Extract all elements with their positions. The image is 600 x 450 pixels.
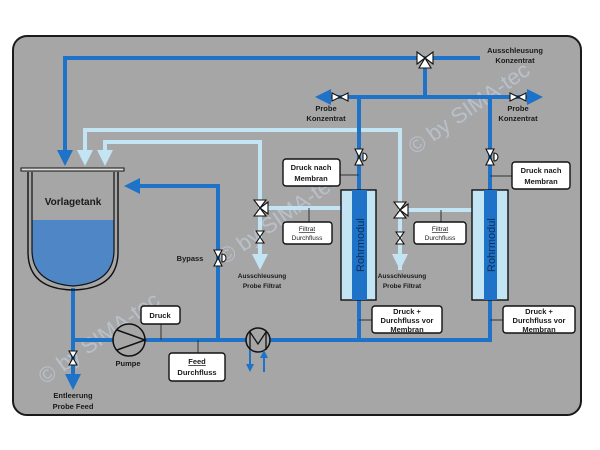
svg-text:Durchfluss vor: Durchfluss vor	[381, 316, 434, 325]
control-valve-icon[interactable]	[354, 148, 368, 166]
labels: Ausschleusung Konzentrat Probe Konzentra…	[53, 46, 544, 411]
sensor-leads	[160, 174, 512, 353]
svg-text:Durchfluss vor: Durchfluss vor	[513, 316, 566, 325]
svg-text:Durchfluss: Durchfluss	[292, 235, 323, 242]
svg-text:Druck +: Druck +	[525, 307, 553, 316]
filtrat-durchfluss-right[interactable]: Filtrat Durchfluss	[413, 221, 467, 245]
label-ausschleusung-konzentrat: Ausschleusung	[487, 46, 543, 55]
valve-icon[interactable]	[68, 350, 78, 366]
druck-nach-membran-left[interactable]: Druck nach Membran	[282, 158, 341, 187]
valve-icon[interactable]	[509, 92, 527, 102]
svg-text:Membran: Membran	[390, 325, 424, 334]
valves	[68, 50, 527, 366]
svg-text:Durchfluss: Durchfluss	[425, 235, 456, 242]
three-way-valve-icon[interactable]	[252, 199, 269, 217]
label-probe-konzentrat: Konzentrat	[306, 114, 346, 123]
druck-nach-membran-right[interactable]: Druck nach Membran	[511, 161, 571, 190]
svg-text:Membran: Membran	[294, 174, 328, 183]
valve-icon[interactable]	[394, 231, 406, 245]
rohrmodul-left: Rohrmodul	[340, 189, 377, 301]
three-way-valve-icon[interactable]	[416, 50, 434, 69]
tank-liquid	[32, 220, 114, 286]
label-ausschleusung-konzentrat: Konzentrat	[495, 56, 535, 65]
filtrat-durchfluss-left[interactable]: Filtrat Durchfluss	[282, 221, 333, 245]
svg-text:Feed: Feed	[188, 357, 206, 366]
svg-text:Filtrat: Filtrat	[299, 226, 315, 233]
feed-durchfluss-box[interactable]: Feed Durchfluss	[168, 352, 226, 382]
label-ausschleusung-filtrat: Ausschleusung	[238, 273, 286, 280]
label-ausschleusung-filtrat: Ausschleusung	[378, 273, 426, 280]
svg-text:Druck nach: Druck nach	[521, 166, 562, 175]
label-probe-konzentrat: Probe	[315, 104, 336, 113]
tank-label: Vorlagetank	[45, 197, 102, 208]
vorlagetank: Vorlagetank	[20, 167, 125, 291]
svg-text:Membran: Membran	[522, 325, 556, 334]
rohrmodul-right: Rohrmodul	[471, 189, 509, 301]
label-ausschleusung-filtrat: Probe Filtrat	[243, 283, 282, 290]
svg-text:Druck: Druck	[149, 311, 171, 320]
druck-durchfluss-vor-membran-left[interactable]: Druck + Durchfluss vor Membran	[371, 305, 443, 334]
label-ausschleusung-filtrat: Probe Filtrat	[383, 283, 422, 290]
svg-text:Membran: Membran	[524, 177, 558, 186]
label-probe-konzentrat: Probe	[507, 104, 528, 113]
label-entleerung: Entleerung	[53, 391, 93, 400]
label-bypass: Bypass	[177, 254, 204, 263]
heat-exchanger-icon[interactable]	[245, 327, 271, 372]
pump-icon[interactable]	[112, 323, 148, 357]
module-label: Rohrmodul	[355, 218, 367, 272]
control-valve-icon[interactable]	[213, 249, 227, 267]
svg-text:Druck +: Druck +	[393, 307, 421, 316]
sensor-boxes: Druck Feed Durchfluss Druck nach Membran…	[140, 158, 576, 382]
svg-text:Durchfluss: Durchfluss	[177, 368, 216, 377]
druck-durchfluss-vor-membran-right[interactable]: Druck + Durchfluss vor Membran	[502, 305, 576, 334]
valve-icon[interactable]	[331, 92, 349, 102]
label-pumpe: Pumpe	[115, 359, 140, 368]
druck-box[interactable]: Druck	[140, 305, 181, 325]
label-probe-konzentrat: Konzentrat	[498, 114, 538, 123]
svg-text:Filtrat: Filtrat	[432, 226, 448, 233]
valve-icon[interactable]	[254, 230, 266, 244]
module-label: Rohrmodul	[486, 218, 498, 272]
svg-text:Druck nach: Druck nach	[291, 163, 332, 172]
three-way-valve-icon[interactable]	[392, 201, 409, 219]
label-entleerung: Probe Feed	[53, 402, 94, 411]
control-valve-icon[interactable]	[485, 148, 499, 166]
